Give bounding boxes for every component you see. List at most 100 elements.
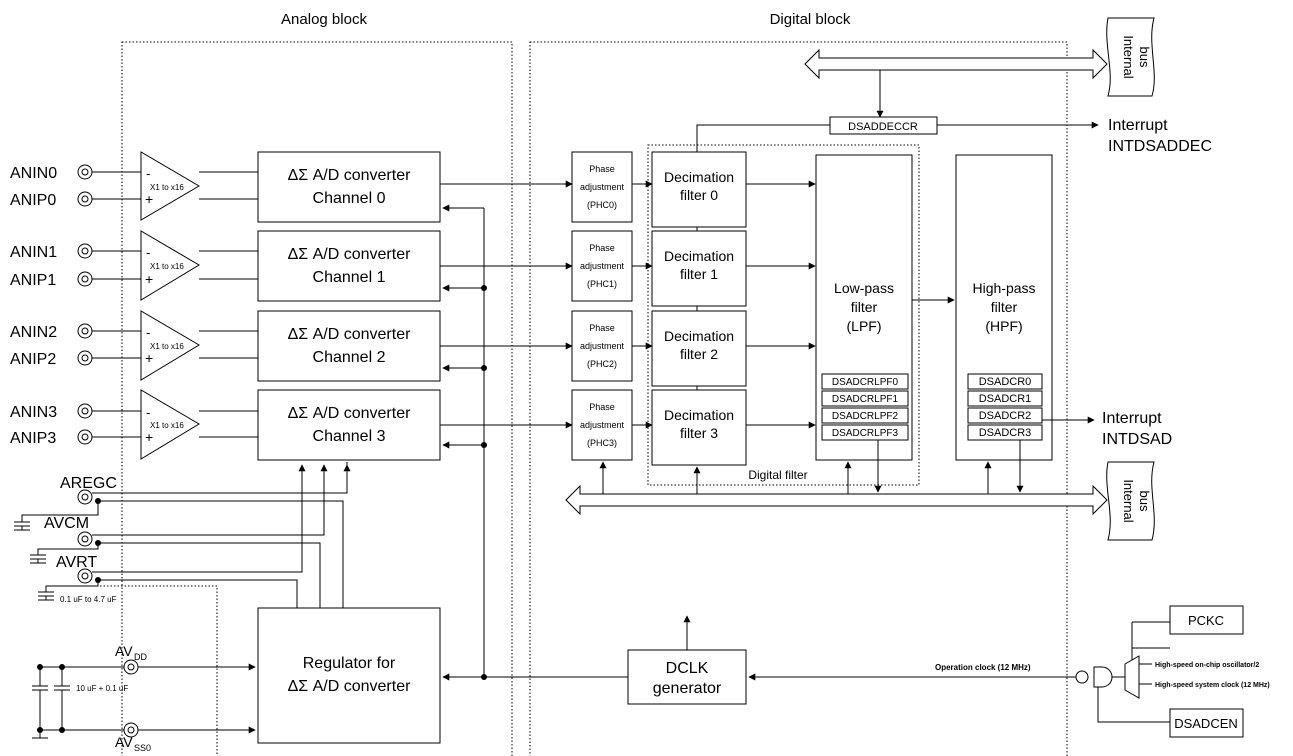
digital-filter-label: Digital filter: [748, 468, 807, 482]
adc-channel-0: [257, 151, 441, 223]
clock-selector-mux: [1124, 655, 1140, 699]
pin-anin1-label: ANIN1: [10, 244, 57, 261]
lpf-line3: (LPF): [847, 318, 882, 334]
phase-line2: adjustment: [580, 261, 625, 271]
amp-minus: -: [146, 166, 150, 181]
adc-channel-3: [257, 389, 441, 461]
interrupt-intdsaddec-line2: INTDSADDEC: [1108, 138, 1212, 155]
amplifier-1: [140, 230, 200, 301]
hpf-register-1: [967, 390, 1043, 407]
pin-avss-terminal: [127, 726, 135, 734]
decimation-filter-3: [651, 389, 747, 466]
interrupt-intdsaddec-line1: Interrupt: [1108, 117, 1168, 134]
pin-anip2-terminal: [81, 354, 89, 362]
amplifier-0: [140, 151, 200, 221]
pin-aregc-label: AREGC: [60, 475, 117, 492]
dclk-line2: generator: [653, 680, 722, 697]
adc-title: ΔΣ A/D converter: [288, 326, 412, 343]
pin-anip3-terminal: [81, 433, 89, 441]
amp-gain: X1 to x16: [150, 183, 184, 192]
pin-anin3-label: ANIN3: [10, 404, 57, 421]
adc-channel-2: [257, 310, 441, 382]
decimation-filter-label: filter 3: [680, 425, 718, 441]
hpf-register-0: [967, 373, 1043, 390]
phase-adjust-3: [571, 389, 633, 461]
pckc-register: [1169, 605, 1244, 635]
decimation-filter-label: filter 2: [680, 346, 718, 362]
pin-aregc-terminal: [81, 493, 89, 501]
pin-anin2-terminal: [81, 327, 89, 335]
hpf-register-2-label: DSADCR2: [979, 410, 1032, 422]
pin-anin3-terminal: [81, 407, 89, 415]
pin-anip3-label: ANIP3: [10, 430, 56, 447]
amp-plus: +: [145, 271, 153, 287]
cap-label-0-1-to-4-7: 0.1 uF to 4.7 uF: [60, 595, 117, 604]
phase-code: (PHC0): [587, 200, 617, 210]
amp-plus: +: [145, 191, 153, 207]
clock-source-2: High-speed system clock (12 MHz): [1155, 682, 1270, 689]
lpf-register-3: [821, 424, 909, 441]
amp-minus: -: [146, 405, 150, 420]
pin-avss-main: AV: [115, 734, 133, 750]
pin-anip2-label: ANIP2: [10, 351, 56, 368]
adc-channel-label: Channel 0: [313, 190, 386, 207]
analog-block-title: Analog block: [281, 11, 367, 28]
regulator-line1: Regulator for: [303, 655, 396, 672]
internal-bus-bottom-label-1: Internal: [1121, 479, 1136, 522]
phase-adjust-2: [571, 310, 633, 382]
lpf-register-0: [821, 373, 909, 390]
pin-avdd-sub: DD: [134, 652, 147, 662]
amp-gain: X1 to x16: [150, 342, 184, 351]
digital-block-boundary: [529, 41, 1068, 756]
adc-title: ΔΣ A/D converter: [288, 405, 412, 422]
pin-avdd-main: AV: [115, 643, 133, 659]
adc-channel-label: Channel 1: [313, 269, 386, 286]
dsadcen-register: [1169, 708, 1244, 738]
hpf-register-0-label: DSADCR0: [979, 376, 1032, 388]
dclk-line1: DCLK: [666, 660, 709, 677]
decimation-line1: Decimation: [664, 169, 734, 185]
internal-bus-bottom-label-2: bus: [1137, 491, 1152, 512]
interrupt-intdsad-line1: Interrupt: [1102, 410, 1162, 427]
internal-bus-top-flag: [1106, 17, 1155, 97]
pin-anin0-label: ANIN0: [10, 165, 57, 182]
hpf-line1: High-pass: [972, 280, 1035, 296]
dsadcen-label: DSADCEN: [1174, 716, 1238, 731]
digital-block-title: Digital block: [770, 11, 851, 28]
pin-avcm-label: AVCM: [44, 515, 89, 532]
hpf-register-3-label: DSADCR3: [979, 427, 1032, 439]
amplifier-2: [140, 310, 200, 381]
lpf-register-1-label: DSADCRLPF1: [832, 394, 899, 405]
lpf-register-3-label: DSADCRLPF3: [832, 428, 899, 439]
analog-block-boundary: [121, 41, 513, 756]
amplifier-3: [140, 389, 200, 460]
operation-clock-label: Operation clock (12 MHz): [935, 663, 1031, 672]
and-gate: [1093, 666, 1113, 688]
lpf-line2: filter: [851, 299, 878, 315]
pin-anin0-terminal: [81, 168, 89, 176]
phase-code: (PHC3): [587, 438, 617, 448]
pckc-label: PCKC: [1188, 613, 1224, 628]
internal-bus-top-label-2: bus: [1137, 47, 1152, 68]
internal-bus-top: [804, 48, 1108, 80]
decimation-filter-0: [651, 151, 747, 228]
hpf-register-3: [967, 424, 1043, 441]
regulator-block: [257, 607, 441, 744]
pin-anip0-label: ANIP0: [10, 192, 56, 209]
adc-channel-label: Channel 2: [313, 349, 386, 366]
phase-line2: adjustment: [580, 341, 625, 351]
hpf-line3: (HPF): [985, 318, 1022, 334]
pin-avdd-terminal: [127, 663, 135, 671]
channel-row-1: ANIN1 ANIP1 - + X1 to x16 ΔΣ A/D convert…: [10, 230, 816, 307]
pin-anip0-terminal: [81, 195, 89, 203]
cap-label-10-plus-0-1: 10 uF + 0.1 uF: [76, 684, 128, 693]
lpf-register-1: [821, 390, 909, 407]
clock-source-1: High-speed on-chip oscillator/2: [1155, 662, 1259, 669]
pin-anip1-label: ANIP1: [10, 272, 56, 289]
amp-minus: -: [146, 245, 150, 260]
phase-code: (PHC1): [587, 279, 617, 289]
amp-plus: +: [145, 429, 153, 445]
decimation-filter-1: [651, 230, 747, 307]
pin-avrt-terminal: [81, 572, 89, 580]
channel-row-2: ANIN2 ANIP2 - + X1 to x16 ΔΣ A/D convert…: [10, 310, 816, 387]
